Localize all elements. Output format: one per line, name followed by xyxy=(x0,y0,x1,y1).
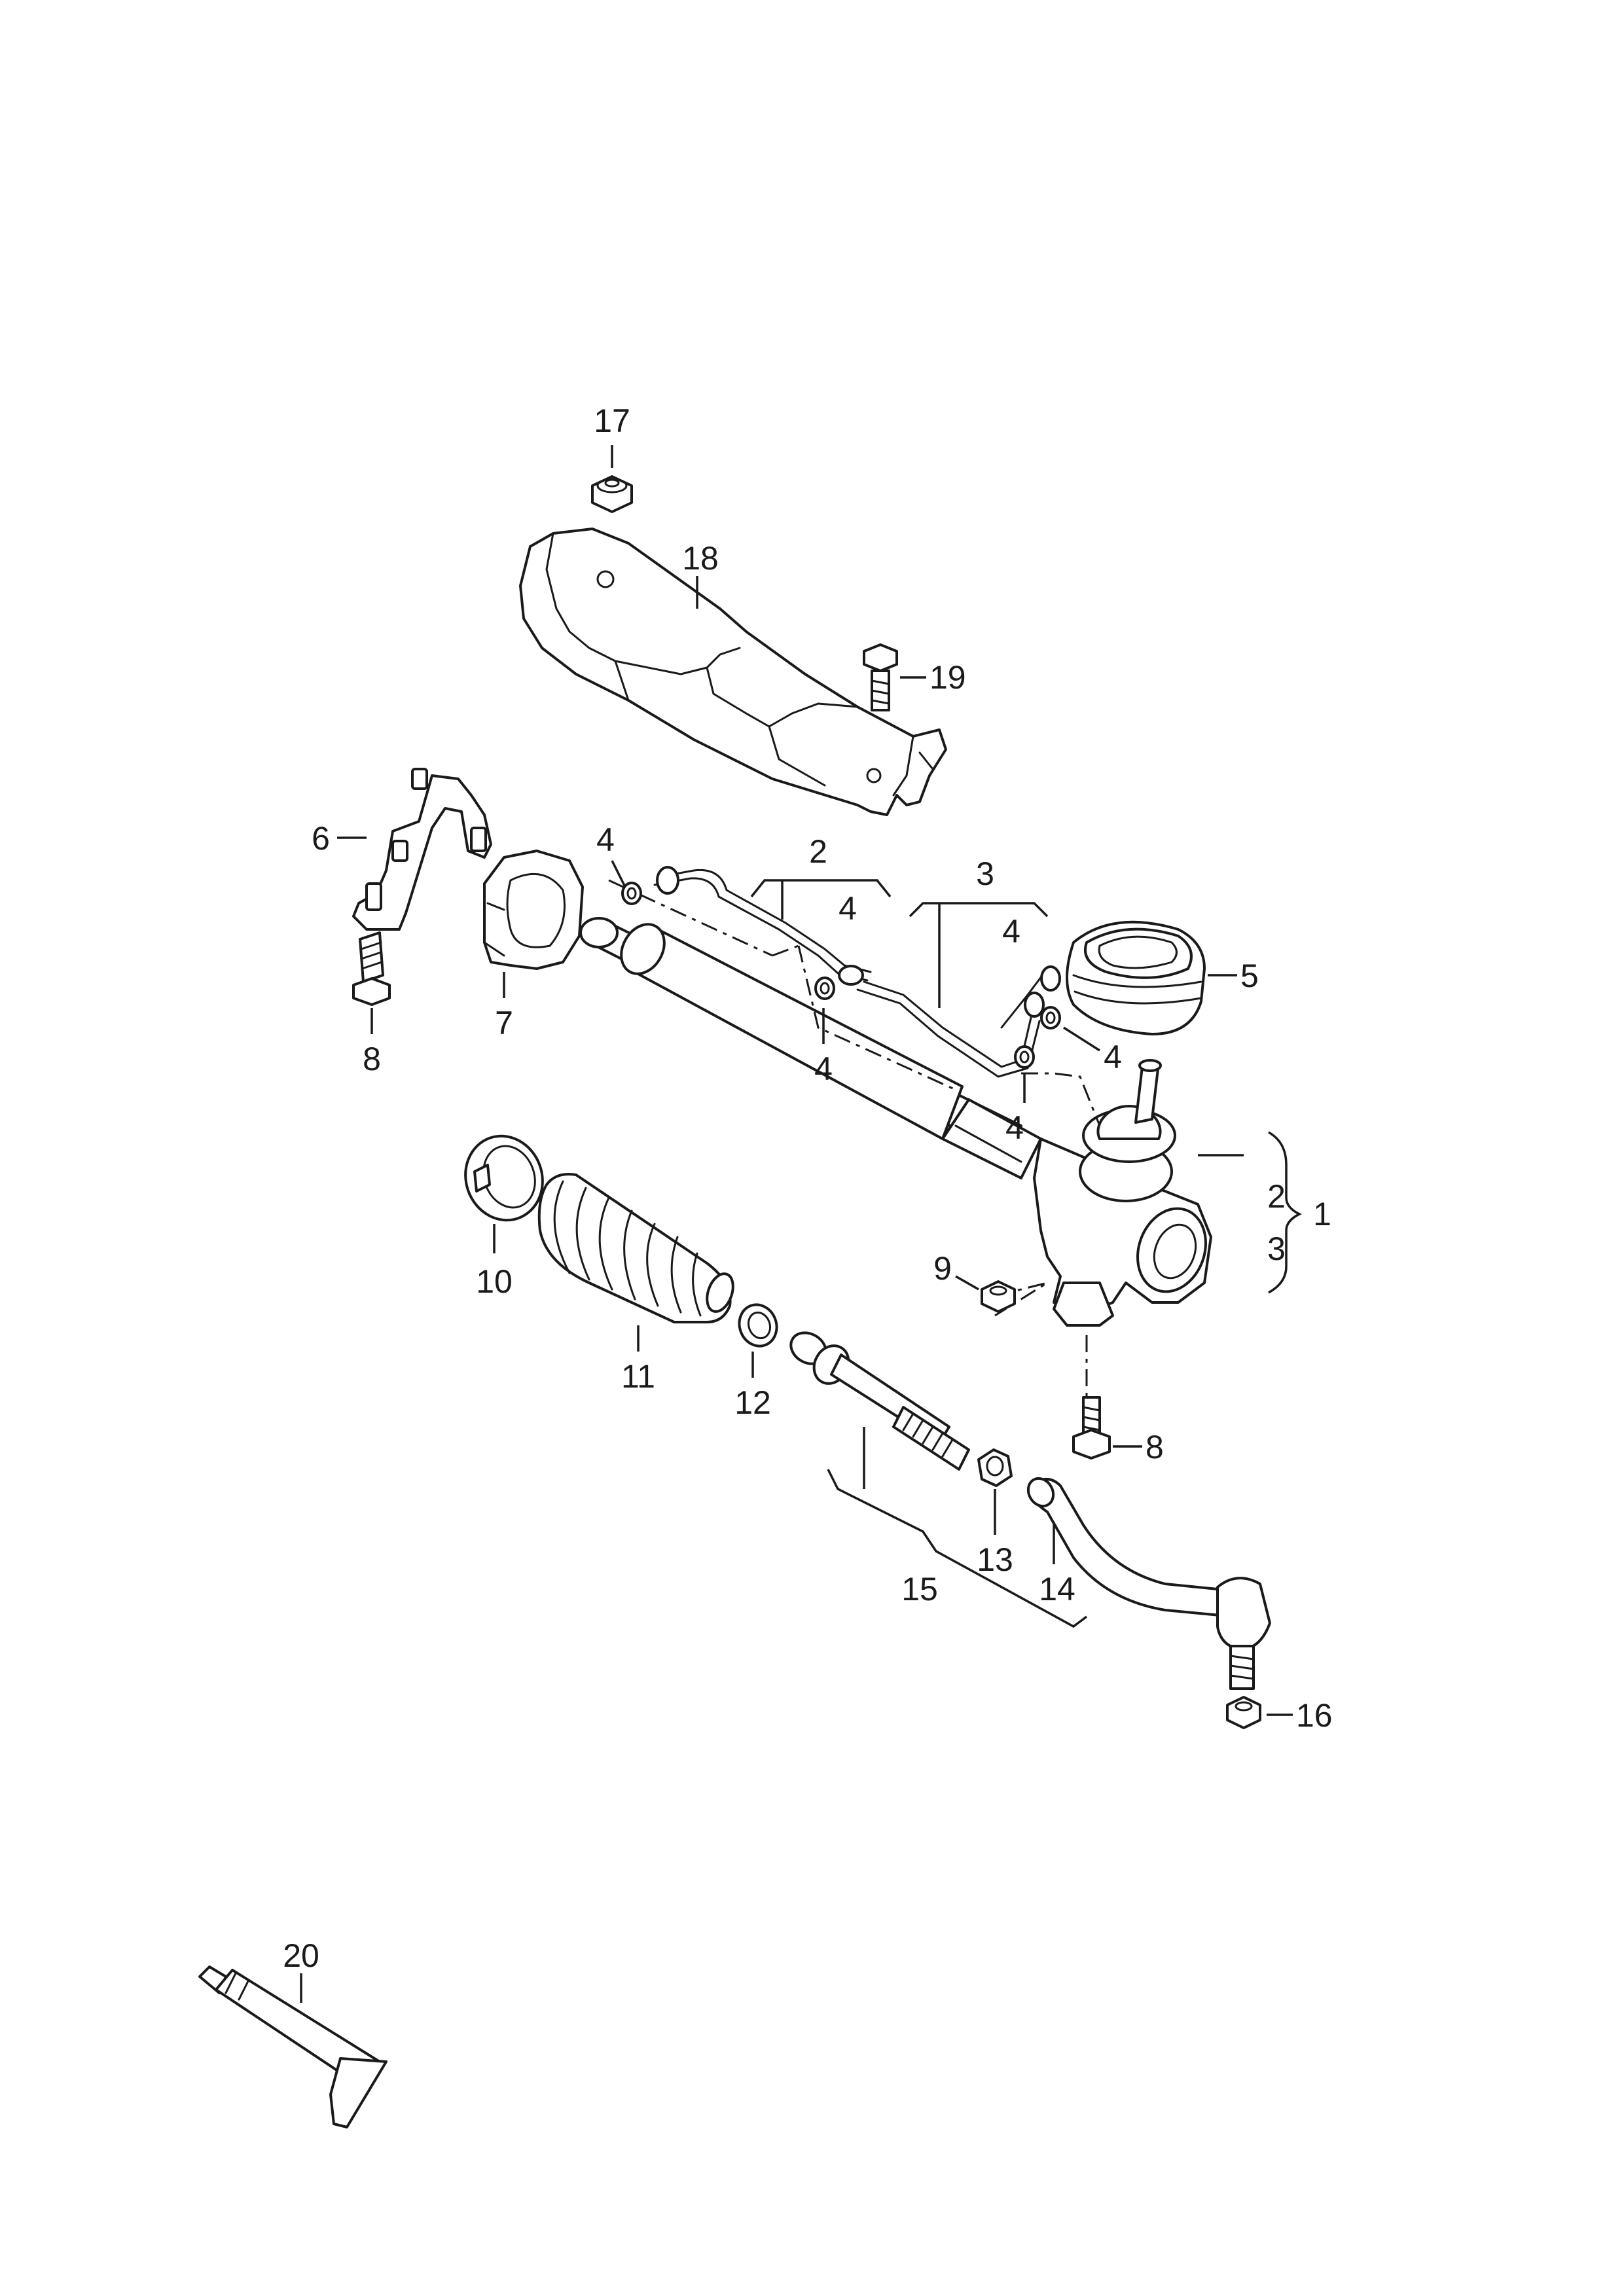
part-19-bolt[interactable] xyxy=(863,643,898,711)
callout-10: 10 xyxy=(476,1263,513,1300)
callout-4d: 4 xyxy=(814,1050,833,1087)
leader-4e xyxy=(1063,1026,1100,1052)
part-5-cover[interactable] xyxy=(1066,920,1206,1035)
part-9-nut[interactable] xyxy=(981,1280,1016,1313)
callout-3-top: 3 xyxy=(976,855,994,892)
part-7-mount[interactable] xyxy=(483,850,584,970)
callout-20: 20 xyxy=(283,1937,319,1974)
callout-labels: 17 18 19 6 8 7 4 2 4 3 4 5 4 4 4 2 1 3 1… xyxy=(283,403,1332,1974)
callout-2-top: 2 xyxy=(809,833,827,870)
part-4-seal-ring-b[interactable] xyxy=(814,977,835,1000)
part-15-inner-tie-rod[interactable] xyxy=(785,1327,970,1471)
callout-13: 13 xyxy=(977,1541,1013,1578)
callout-15: 15 xyxy=(901,1571,938,1607)
part-8-bolt-lower[interactable] xyxy=(1072,1396,1111,1460)
part-6-bracket[interactable] xyxy=(352,768,492,931)
callout-9: 9 xyxy=(933,1250,952,1287)
callout-1: 1 xyxy=(1313,1196,1331,1232)
callout-6: 6 xyxy=(312,820,330,857)
part-1-steering-rack[interactable] xyxy=(579,916,1217,1327)
part-4-seal-ring-c[interactable] xyxy=(1040,1006,1061,1030)
callout-18: 18 xyxy=(682,540,719,577)
part-14-tie-rod-end[interactable] xyxy=(1023,1474,1271,1690)
bracket-3-top xyxy=(909,902,1049,918)
part-12-small-clamp[interactable] xyxy=(734,1299,783,1351)
part-4-seal-ring-a[interactable] xyxy=(621,882,642,905)
callout-7: 7 xyxy=(495,1005,513,1041)
callout-2-side: 2 xyxy=(1267,1178,1286,1215)
callout-16: 16 xyxy=(1296,1697,1333,1734)
part-13-nut[interactable] xyxy=(977,1448,1013,1487)
callout-3-side: 3 xyxy=(1267,1230,1286,1267)
brace-1 xyxy=(1268,1131,1302,1294)
callout-5: 5 xyxy=(1240,958,1259,994)
bracket-15 xyxy=(827,1469,1088,1628)
callout-19: 19 xyxy=(929,659,966,696)
callout-4a: 4 xyxy=(596,821,615,858)
callout-11: 11 xyxy=(621,1358,655,1395)
part-4-seal-ring-d[interactable] xyxy=(1014,1045,1035,1069)
callout-8-lower: 8 xyxy=(1146,1429,1164,1465)
part-10-clamp-ring[interactable] xyxy=(454,1125,554,1231)
callout-4e: 4 xyxy=(1104,1039,1122,1075)
part-17-nut[interactable] xyxy=(591,475,633,513)
callout-4c: 4 xyxy=(1002,913,1020,950)
part-11-bellows[interactable] xyxy=(537,1173,738,1323)
leader-4a xyxy=(611,860,626,888)
part-8-bolt-upper[interactable] xyxy=(352,931,391,1006)
bracket-2-top xyxy=(750,879,892,898)
part-16-nut[interactable] xyxy=(1226,1696,1261,1729)
part-20-grease-tube[interactable] xyxy=(198,1965,388,2128)
callout-4b: 4 xyxy=(839,890,857,927)
leader-9 xyxy=(955,1275,979,1291)
callout-17: 17 xyxy=(594,403,630,439)
part-2-pressure-line[interactable] xyxy=(653,866,872,986)
callout-8-upper: 8 xyxy=(363,1041,381,1077)
part-18-heat-shield[interactable] xyxy=(519,528,947,816)
callout-14: 14 xyxy=(1039,1571,1075,1607)
callout-4f: 4 xyxy=(1005,1109,1024,1146)
callout-12: 12 xyxy=(734,1384,771,1421)
